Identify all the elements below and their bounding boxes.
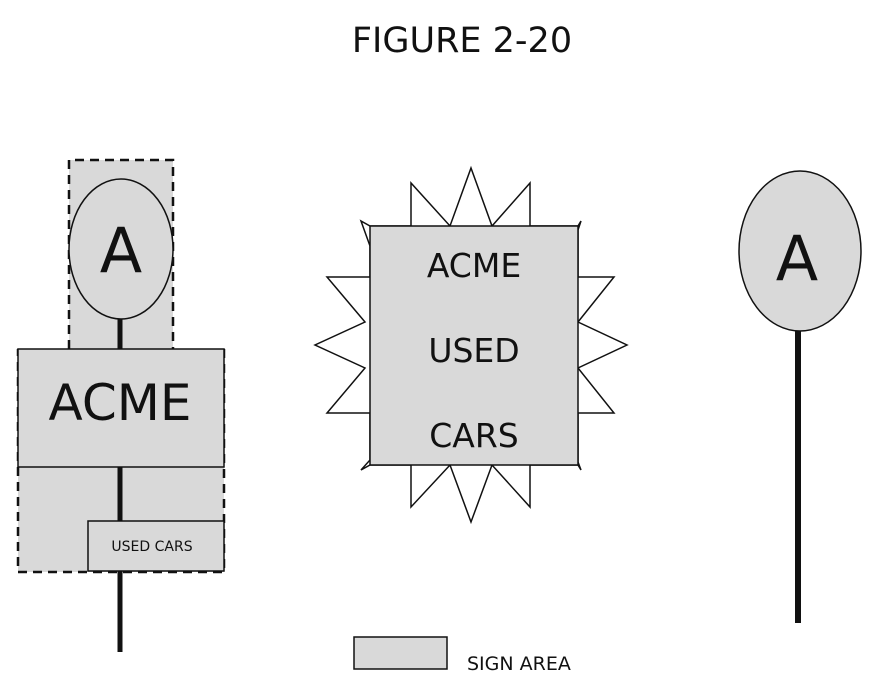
center-sign-line-2: USED: [428, 331, 519, 370]
left-oval-sign: [68, 178, 174, 320]
left-acme-sign: [17, 348, 225, 468]
legend-swatch: [353, 636, 448, 670]
center-sign-line-1: ACME: [427, 246, 521, 285]
center-sign-line-3: CARS: [429, 416, 519, 455]
legend-label: SIGN AREA: [467, 653, 571, 675]
right-oval-sign: [738, 170, 862, 332]
left-oval-sign-text: A: [100, 214, 142, 287]
right-sign-group: A: [738, 170, 862, 623]
legend: SIGN AREA: [353, 636, 571, 675]
figure-title: FIGURE 2-20: [352, 21, 572, 61]
left-used-cars-sign-text: USED CARS: [111, 539, 192, 555]
center-sign-area: [369, 225, 579, 466]
center-sign-group: ACME USED CARS: [313, 165, 629, 525]
left-sign-group: A ACME USED CARS: [16, 158, 226, 652]
left-used-cars-sign: [87, 520, 225, 572]
right-oval-sign-text: A: [776, 222, 818, 295]
left-acme-sign-text: ACME: [49, 374, 192, 432]
